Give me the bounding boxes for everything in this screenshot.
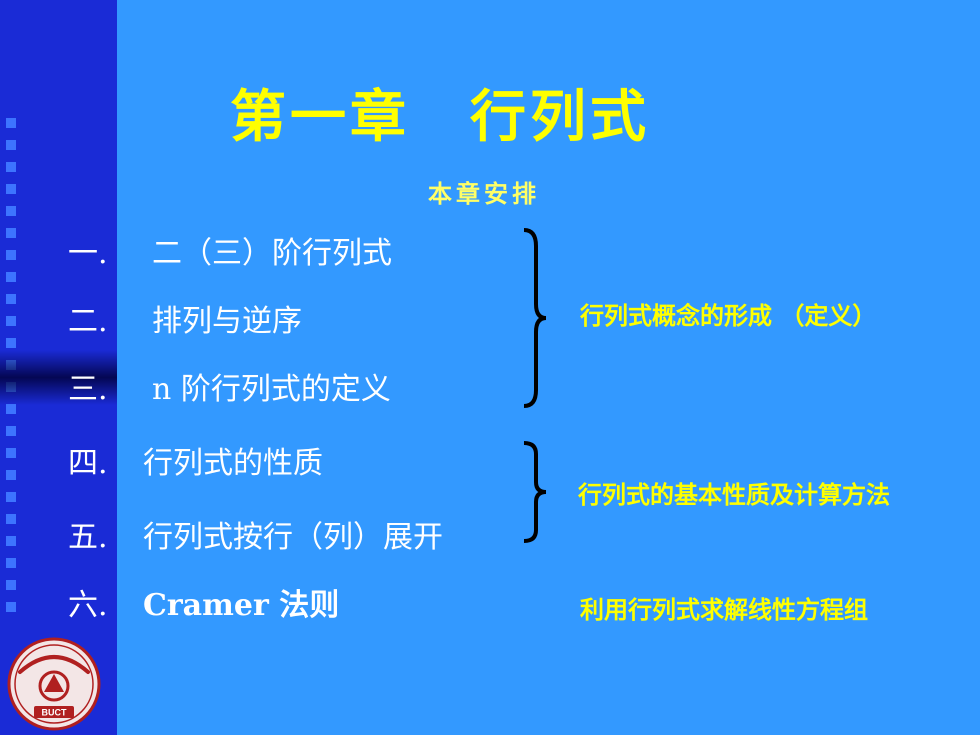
sidebar-square	[6, 514, 16, 524]
item-text: n 阶行列式的定义	[152, 372, 391, 407]
sidebar-square	[6, 118, 16, 128]
sidebar-square	[6, 338, 16, 348]
sidebar-square	[6, 470, 16, 480]
page-subtitle: 本章安排	[428, 179, 540, 208]
sidebar-square	[6, 404, 16, 414]
item-number: 三.	[68, 372, 108, 407]
left-sidebar	[0, 0, 117, 735]
item-number: 五.	[68, 520, 108, 555]
item-number: 二.	[68, 304, 108, 339]
note-text: 行列式的基本性质及计算方法	[578, 481, 890, 509]
sidebar-square	[6, 558, 16, 568]
sidebar-square	[6, 250, 16, 260]
sidebar-square	[6, 206, 16, 216]
sidebar-square	[6, 140, 16, 150]
sidebar-square	[6, 316, 16, 326]
page-title: 第一章 行列式	[230, 84, 650, 150]
university-logo: BUCT	[7, 637, 101, 731]
item-text: 行列式按行（列）展开	[143, 520, 443, 555]
sidebar-square	[6, 294, 16, 304]
right-brace-icon	[523, 228, 547, 408]
item-text: 二（三）阶行列式	[152, 236, 392, 271]
sidebar-square	[6, 426, 16, 436]
sidebar-shadow	[0, 350, 117, 405]
item-text: Cramer 法则	[143, 588, 340, 623]
item-text: 排列与逆序	[152, 304, 302, 339]
item-number: 六.	[68, 588, 108, 623]
right-brace-icon	[523, 441, 547, 543]
sidebar-square	[6, 272, 16, 282]
sidebar-square	[6, 448, 16, 458]
sidebar-square	[6, 580, 16, 590]
item-text: 行列式的性质	[143, 446, 323, 481]
note-text: 行列式概念的形成 （定义）	[580, 302, 877, 330]
sidebar-square	[6, 602, 16, 612]
item-number: 一.	[68, 236, 108, 271]
sidebar-square	[6, 536, 16, 546]
note-text: 利用行列式求解线性方程组	[580, 596, 868, 624]
sidebar-square	[6, 184, 16, 194]
sidebar-square	[6, 492, 16, 502]
item-number: 四.	[68, 446, 108, 481]
logo-text: BUCT	[42, 708, 67, 718]
sidebar-square	[6, 162, 16, 172]
sidebar-square	[6, 228, 16, 238]
